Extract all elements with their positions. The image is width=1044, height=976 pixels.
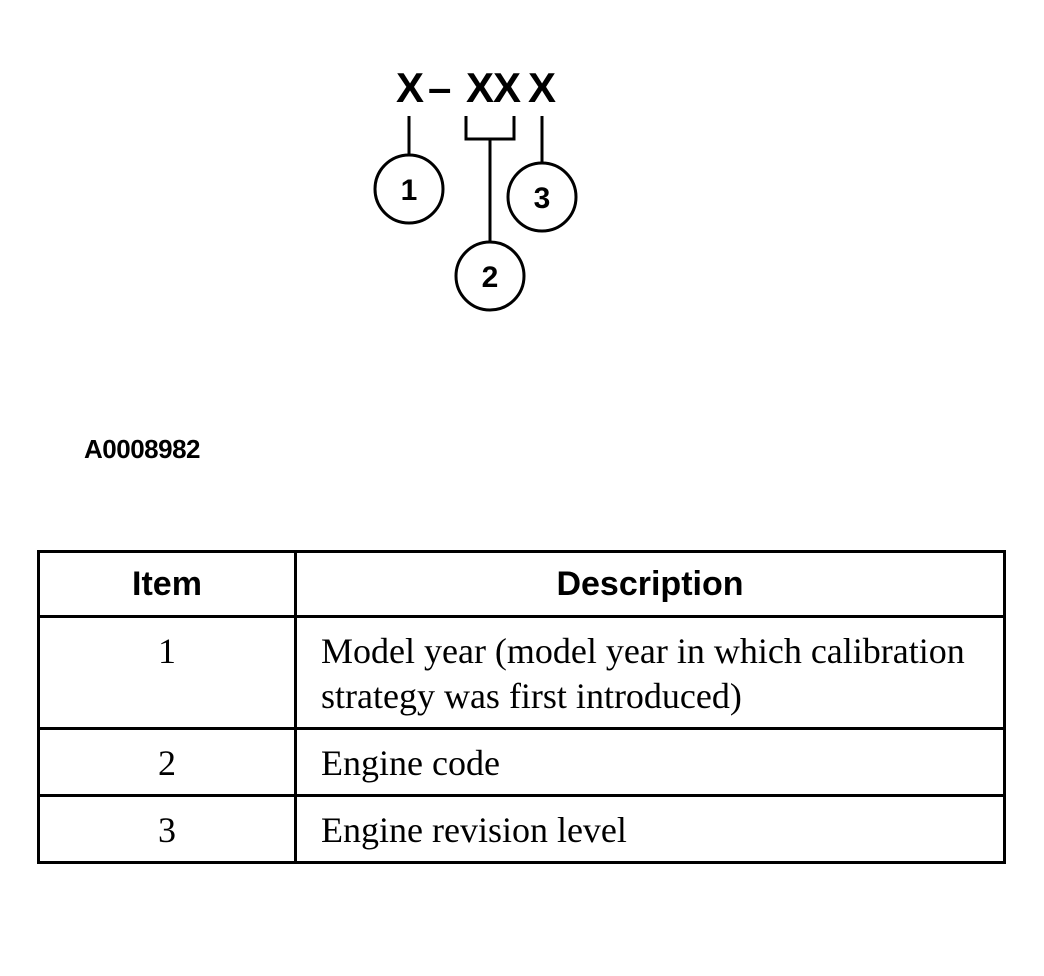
header-description: Description bbox=[294, 550, 1006, 618]
header-item: Item bbox=[37, 550, 297, 618]
item-number: 3 bbox=[37, 794, 297, 864]
callout-graphics: 1 2 3 bbox=[373, 116, 578, 312]
callout-circle-1 bbox=[373, 153, 445, 225]
callout-1: 1 bbox=[373, 153, 445, 225]
callout-2: 2 bbox=[454, 240, 526, 312]
table-row: 2 Engine code bbox=[37, 727, 1006, 797]
callout-circle-2 bbox=[454, 240, 526, 312]
code-chars-engine-code: XX bbox=[466, 64, 521, 111]
code-char-revision-level: X bbox=[528, 64, 556, 111]
item-description: Engine code bbox=[294, 727, 1006, 797]
item-description: Model year (model year in which calibrat… bbox=[294, 615, 1006, 730]
code-char-model-year: X bbox=[396, 64, 424, 111]
item-number: 2 bbox=[37, 727, 297, 797]
bracket-engine-code bbox=[464, 116, 516, 141]
callout-3: 3 bbox=[506, 161, 578, 233]
item-description: Engine revision level bbox=[294, 794, 1006, 864]
table-row: 3 Engine revision level bbox=[37, 794, 1006, 864]
table-row: 1 Model year (model year in which calibr… bbox=[37, 615, 1006, 730]
callout-number-3: 3 bbox=[534, 182, 551, 215]
legend-table: Item Description 1 Model year (model yea… bbox=[37, 550, 1006, 864]
callout-number-2: 2 bbox=[482, 261, 499, 294]
callout-number-1: 1 bbox=[401, 174, 418, 207]
callout-circle-3 bbox=[506, 161, 578, 233]
calibration-code-diagram: X – XX X 1 2 3 bbox=[0, 0, 1044, 420]
legend-header-row: Item Description bbox=[37, 550, 1006, 618]
figure-id: A0008982 bbox=[84, 434, 201, 464]
item-number: 1 bbox=[37, 615, 297, 730]
code-separator-dash: – bbox=[428, 64, 451, 111]
